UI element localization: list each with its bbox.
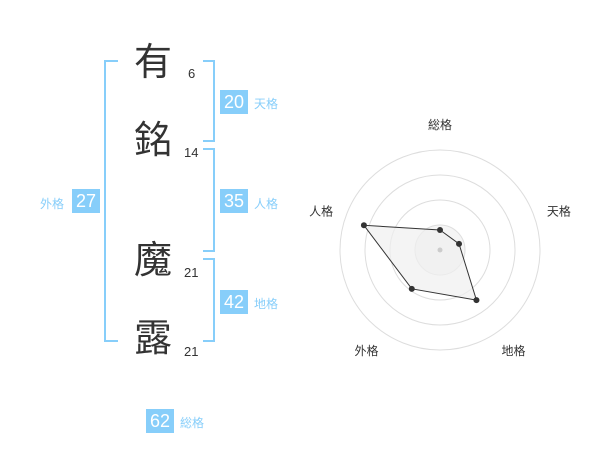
radar-data-polygon [362,224,478,301]
stroke-count-4: 21 [184,344,199,359]
gaikaku-label: 外格 [40,197,65,211]
radar-axis-label: 総格 [428,117,452,132]
name-char-4: 露 [133,316,172,360]
radar-data-point [408,285,415,292]
gaikaku-bracket [104,60,118,342]
radar-grid-ring [339,149,541,351]
soukaku-label: 総格 [180,416,205,430]
tenkaku-badge: 20 [220,90,248,114]
jinkaku-bracket [203,148,215,252]
radar-data-point [473,297,480,304]
stroke-count-3: 21 [184,265,199,280]
radar-axis-label: 天格 [547,203,571,218]
radar-grid-ring [364,174,516,326]
chikaku-label: 地格 [254,297,279,311]
stroke-count-1: 6 [188,66,196,81]
tenkaku-label: 天格 [254,97,279,111]
radar-data-point [437,227,443,233]
gaikaku-badge: 27 [72,189,100,213]
jinkaku-badge: 35 [220,189,248,213]
name-char-1: 有 [133,40,172,84]
chikaku-badge: 42 [220,290,248,314]
chikaku-bracket [203,258,215,342]
radar-center [437,247,443,253]
radar-axis-label: 地格 [501,343,525,358]
radar-axis-label: 人格 [309,203,333,218]
radar-data-point [456,240,463,247]
soukaku-badge: 62 [146,409,174,433]
stroke-count-2: 14 [184,145,199,160]
radar-axis-label: 外格 [355,343,379,358]
jinkaku-label: 人格 [254,197,279,211]
radar-data-point [360,222,367,229]
name-char-3: 魔 [133,238,172,282]
name-char-2: 銘 [133,118,172,162]
tenkaku-bracket [203,60,215,142]
